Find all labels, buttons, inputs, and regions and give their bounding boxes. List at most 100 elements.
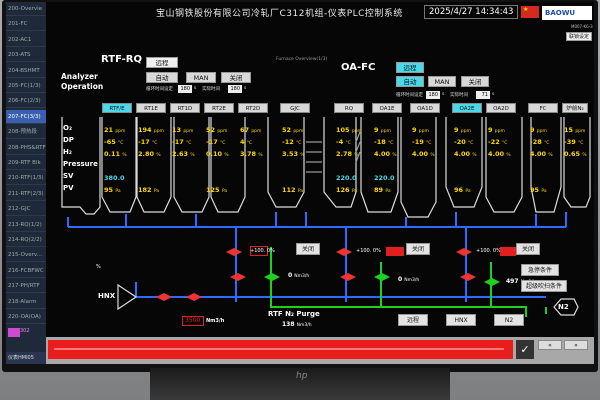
value-dp: -28 °C: [530, 138, 549, 146]
bottom-remote-button[interactable]: 远程: [398, 314, 428, 326]
acknowledge-button[interactable]: ✓: [516, 340, 534, 359]
sidebar-item[interactable]: 211-RTF(2/3): [6, 187, 46, 201]
value-dp: -65 °C: [104, 138, 123, 146]
oa-cycle-set-input[interactable]: 180: [426, 91, 440, 99]
bottom-hnx-button[interactable]: HNX: [446, 314, 476, 326]
value-o2: 9 ppm: [488, 126, 505, 134]
rtf-remote-button[interactable]: 远程: [146, 57, 178, 68]
value-number: 4.00: [488, 150, 505, 158]
column-header[interactable]: RT2D: [238, 103, 268, 113]
value-o2: 21 ppm: [104, 126, 125, 134]
sidebar-item[interactable]: 203-ATS: [6, 48, 46, 63]
value-number: -28: [530, 138, 542, 146]
value-unit: %: [506, 153, 511, 158]
value-o2: 13 ppm: [172, 126, 193, 134]
rtf-cycle-set-input[interactable]: 180: [178, 85, 192, 93]
sidebar-item[interactable]: 201-FC: [6, 17, 46, 32]
sidebar-item[interactable]: 220-OA(OA): [6, 310, 46, 324]
rtf-auto-button[interactable]: 自动: [146, 72, 178, 83]
sidebar-item[interactable]: 212-GJC: [6, 202, 46, 217]
sidebar-item[interactable]: 209-RTF Blk: [6, 156, 46, 170]
china-flag-icon: ★: [521, 6, 539, 18]
column-header[interactable]: RT1E: [136, 103, 166, 113]
value-number: 2.78: [336, 150, 353, 158]
value-unit: ppm: [153, 129, 164, 134]
value-unit: ppm: [418, 129, 429, 134]
oa-off-button[interactable]: 关闭: [461, 76, 489, 87]
column-header[interactable]: OA1D: [410, 103, 440, 113]
value-number: 2.63: [172, 150, 189, 158]
rtf-man-button[interactable]: MAN: [186, 72, 216, 83]
sidebar-item[interactable]: 216-FCBFWC: [6, 264, 46, 278]
value-o2: 52 ppm: [206, 126, 227, 134]
value-unit: °C: [578, 141, 584, 146]
sidebar-item[interactable]: 215-Overv...: [6, 248, 46, 263]
pink-status-button[interactable]: [8, 328, 20, 337]
oa-man-button[interactable]: MAN: [428, 76, 456, 87]
column-header[interactable]: OA2E: [452, 103, 482, 113]
column-header[interactable]: GJC: [280, 103, 310, 113]
column-header[interactable]: OA1E: [372, 103, 402, 113]
value-unit: ppm: [494, 129, 505, 134]
value-h2: 2.80 %: [138, 150, 161, 158]
flow2-value: 0: [398, 276, 403, 283]
sidebar-item[interactable]: 218-Alarm: [6, 295, 46, 309]
rtf-off-button[interactable]: 关闭: [221, 72, 251, 83]
value-unit: ppm: [293, 129, 304, 134]
sidebar-item[interactable]: 200-Overvie: [6, 2, 46, 16]
column-header[interactable]: RT1D: [170, 103, 200, 113]
oa-fc-label: OA-FC: [341, 62, 376, 73]
value-unit: °C: [296, 141, 302, 146]
sidebar-item[interactable]: 213-RQ(1/2): [6, 218, 46, 232]
value-unit: ppm: [115, 129, 126, 134]
sidebar-item[interactable]: 205-FC(1/3): [6, 79, 46, 93]
value-unit: %: [582, 153, 587, 158]
column-header[interactable]: RT2E: [204, 103, 234, 113]
sidebar-item[interactable]: 210-RTF(1/3): [6, 171, 46, 186]
value-number: -22: [488, 138, 500, 146]
sidebar-item[interactable]: 207-FC(3/3): [6, 109, 46, 124]
sidebar-item[interactable]: 214-RQ(2/2): [6, 233, 46, 247]
value-unit: %: [472, 153, 477, 158]
value-dp: -12 °C: [282, 138, 301, 146]
value-unit: °C: [152, 141, 158, 146]
value-unit: °C: [220, 141, 226, 146]
sidebar-item[interactable]: 206-FC(2/3): [6, 94, 46, 109]
interlock-settings-button[interactable]: 联锁设定: [566, 32, 592, 41]
bottom-n2-button[interactable]: N2: [494, 314, 524, 326]
value-number: 194: [138, 126, 152, 134]
value-unit: %: [258, 153, 263, 158]
valve3-pct: +100. 0%: [476, 248, 501, 254]
column-header[interactable]: FC: [528, 103, 558, 113]
value-o2: 105 ppm: [336, 126, 362, 134]
super-purge-conditions-button[interactable]: 超级吹扫条件: [521, 280, 567, 292]
value-number: 9: [374, 126, 379, 134]
value-pv: 125 Pa: [206, 186, 227, 194]
value-o2: 9 ppm: [454, 126, 471, 134]
oa-remote-button[interactable]: 远程: [396, 62, 424, 73]
sidebar-item[interactable]: 208-预热段: [6, 125, 46, 140]
valve2-off-button[interactable]: 关闭: [406, 243, 430, 255]
emergency-stop-conditions-button[interactable]: 急停条件: [521, 264, 559, 276]
sidebar-item[interactable]: 208-PHS&RTF: [6, 141, 46, 155]
row-label-dp: DP: [63, 136, 74, 144]
sidebar-item[interactable]: 204-BSHMT: [6, 64, 46, 78]
column-header[interactable]: RTF/E: [102, 103, 132, 113]
next-page-button[interactable]: »: [564, 340, 588, 350]
oa-auto-button[interactable]: 自动: [396, 76, 424, 87]
rtf-cycle-act-display: 180: [228, 85, 242, 93]
sidebar-item[interactable]: 202-AC1: [6, 33, 46, 47]
column-header[interactable]: RQ: [334, 103, 364, 113]
value-number: 4.00: [454, 150, 471, 158]
valve1-off-button[interactable]: 关闭: [296, 243, 320, 255]
column-header[interactable]: 炉前N₂: [562, 103, 588, 113]
rtf-rq-label: RTF-RQ: [101, 54, 142, 65]
sidebar-item[interactable]: 217-PH/RTF: [6, 279, 46, 294]
value-number: -18: [374, 138, 386, 146]
value-number: 9: [412, 126, 417, 134]
value-o2: 9 ppm: [374, 126, 391, 134]
column-header[interactable]: OA2D: [486, 103, 516, 113]
prev-page-button[interactable]: «: [538, 340, 562, 350]
valve3-off-button[interactable]: 关闭: [516, 243, 540, 255]
